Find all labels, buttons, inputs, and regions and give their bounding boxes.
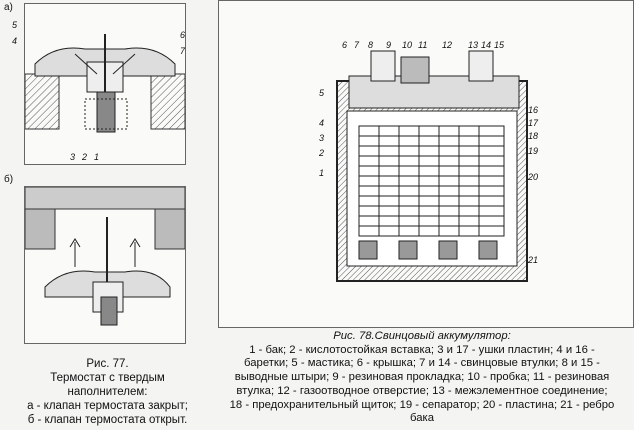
- thermostat-closed-drawing: [25, 34, 185, 133]
- callout-20: 20: [528, 172, 539, 182]
- fig77-panel-b: б): [0, 170, 200, 345]
- callout-2: 2: [82, 152, 88, 162]
- fig78-caption-line-4: втулка; 12 - газоотводное отверстие; 13 …: [236, 384, 608, 397]
- callout-3b: 3: [319, 133, 325, 143]
- callout-6: 6: [180, 30, 186, 40]
- callout-8: 8: [368, 40, 374, 50]
- fig77-label-b: б): [4, 174, 14, 185]
- fig77-caption: Рис. 77. Термостат с твердым наполнителе…: [0, 357, 215, 427]
- fig78-caption-line-3: выводные штыри; 9 - резиновая прокладка;…: [234, 371, 610, 384]
- fig77-caption-line-2: наполнителем:: [67, 386, 148, 398]
- callout-17: 17: [528, 118, 539, 128]
- fig78-caption: Рис. 78.Свинцовый аккумулятор: 1 - бак; …: [210, 330, 634, 426]
- thermostat-open-drawing: [25, 187, 185, 326]
- callout-5b: 5: [319, 88, 325, 98]
- callout-19: 19: [528, 146, 539, 156]
- fig77-label-a: а): [4, 2, 13, 13]
- callout-9: 9: [386, 40, 392, 50]
- fig77-panel-a: а) 5 4 6 7 3 2 1: [0, 0, 200, 170]
- fig77-drawing-b: [24, 186, 186, 344]
- callout-3: 3: [70, 152, 76, 162]
- callout-5: 5: [12, 20, 18, 30]
- fig78-drawing: [218, 0, 634, 328]
- callout-15: 15: [494, 40, 505, 50]
- callout-2b: 2: [319, 148, 325, 158]
- callout-14: 14: [481, 40, 492, 50]
- callout-6b: 6: [342, 40, 348, 50]
- callout-13: 13: [468, 40, 479, 50]
- fig77-caption-line-3: а - клапан термостата закрыт;: [27, 400, 188, 412]
- callout-7b: 7: [354, 40, 360, 50]
- callout-21: 21: [528, 255, 539, 265]
- callout-18: 18: [528, 131, 539, 141]
- fig77-caption-title: Рис. 77.: [86, 358, 129, 370]
- fig77-caption-line-4: б - клапан термостата открыт.: [27, 414, 188, 426]
- callout-1: 1: [94, 152, 100, 162]
- lead-battery-drawing: [336, 50, 528, 282]
- callout-7: 7: [180, 46, 186, 56]
- fig78-caption-line-2: баретки; 5 - мастика; 6 - крышка; 7 и 14…: [244, 357, 600, 370]
- callout-4: 4: [12, 36, 18, 46]
- callout-11: 11: [418, 40, 428, 50]
- fig78-caption-line-5: 18 - предохранительный щиток; 19 - сепар…: [229, 398, 615, 411]
- fig77-drawing-a: [24, 3, 186, 165]
- callout-1b: 1: [319, 168, 325, 178]
- callout-10: 10: [402, 40, 413, 50]
- callout-4b: 4: [319, 118, 325, 128]
- fig77-caption-line-1: Термостат с твердым: [50, 372, 165, 384]
- fig78-caption-line-6: бака: [410, 412, 434, 425]
- fig78-caption-title: Рис. 78.Свинцовый аккумулятор:: [333, 330, 511, 342]
- callout-16: 16: [528, 105, 539, 115]
- callout-12: 12: [442, 40, 453, 50]
- fig78-caption-line-1: 1 - бак; 2 - кислотостойкая вставка; 3 и…: [249, 343, 595, 356]
